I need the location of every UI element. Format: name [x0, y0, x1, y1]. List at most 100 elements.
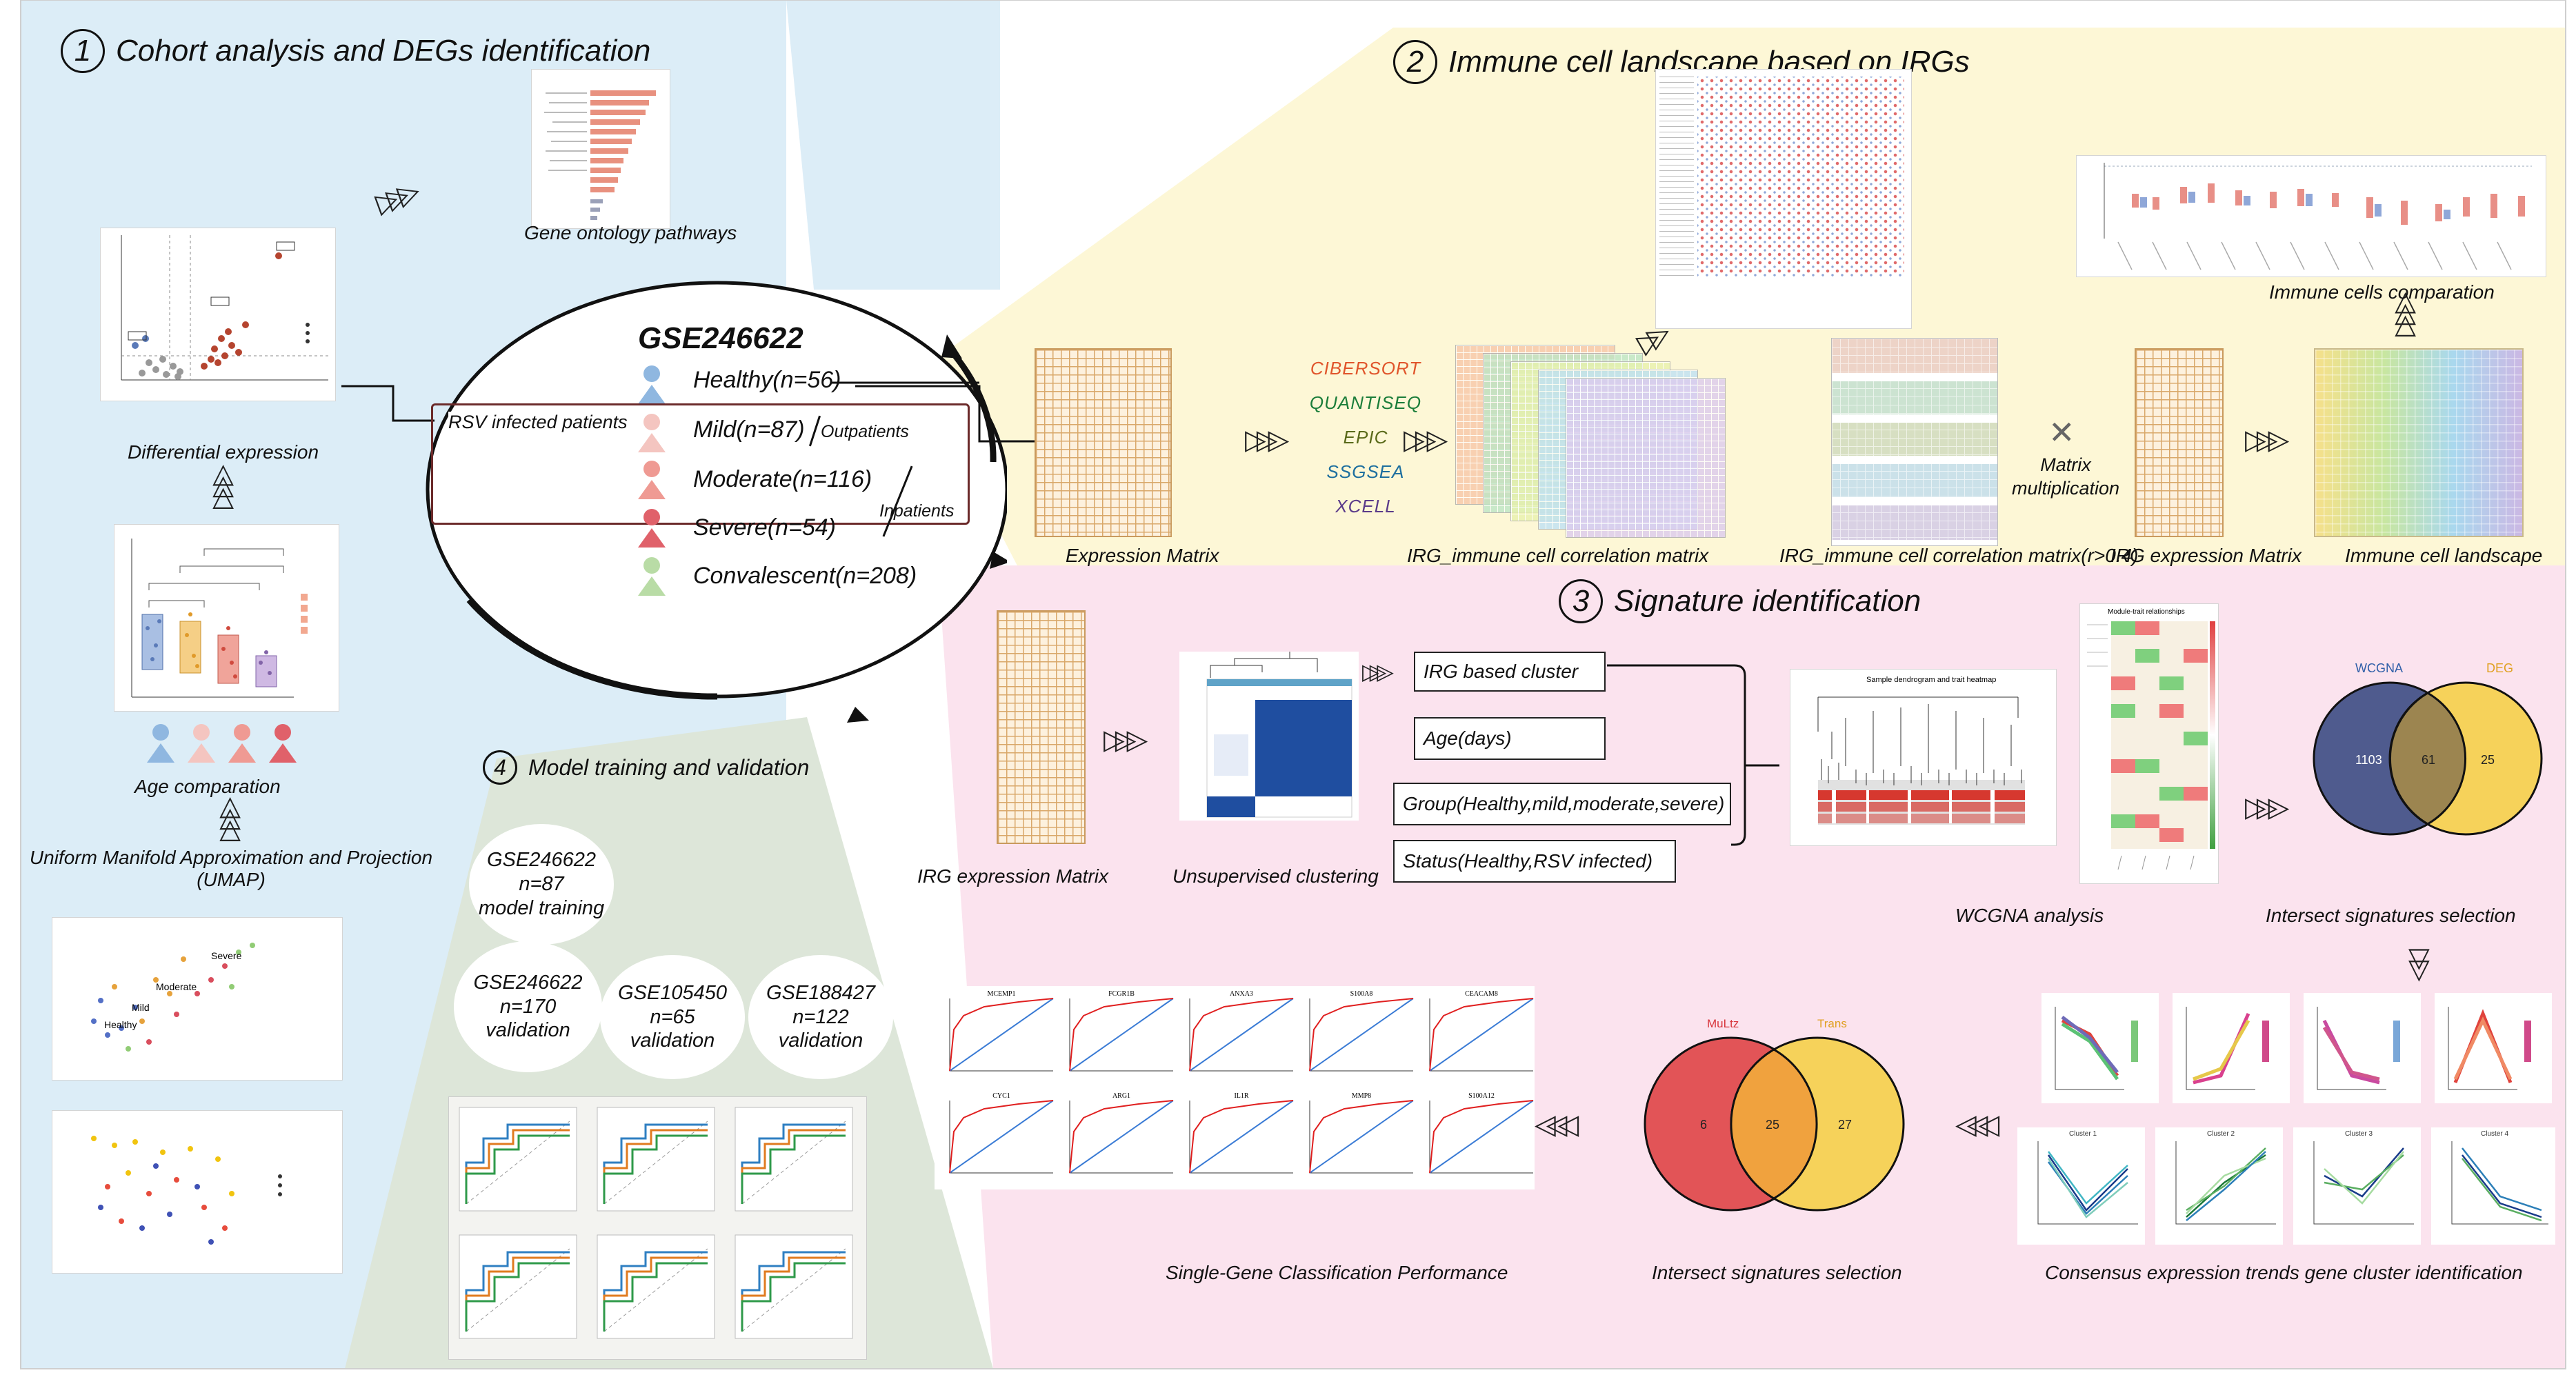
- irg-expression-matrix: [997, 610, 1086, 844]
- bubble-v1-l2: n=170: [499, 995, 557, 1018]
- venn1-left-label: WCGNA: [2355, 661, 2403, 675]
- roc-panel-mmp8: MMP8: [1309, 1092, 1414, 1174]
- cluster-trends-top: [2041, 993, 2552, 1103]
- roc-curve: [949, 1100, 1054, 1174]
- person-icon-healthy-cohort: [638, 365, 666, 404]
- volcano-svg: [121, 235, 328, 381]
- auc-curve: [741, 1134, 846, 1204]
- immune-comparation-plot: [2076, 155, 2546, 277]
- roc-curve: [1189, 998, 1294, 1072]
- umap-caption: Uniform Manifold Approximation and Proje…: [28, 847, 435, 891]
- method-quantiseq-label: QUANTISEQ: [1309, 392, 1422, 413]
- roc-curve: [1309, 1100, 1414, 1174]
- section-3-label: Signature identification: [1614, 584, 1921, 618]
- roc-title: FCGR1B: [1108, 990, 1135, 998]
- auc-curve: [741, 1262, 846, 1332]
- cohort-dataset-title: GSE246622: [638, 321, 803, 355]
- svg-text:Cluster 3: Cluster 3: [2345, 1130, 2373, 1138]
- auc-curve: [603, 1262, 708, 1332]
- cluster-trends-top-svg: [2041, 993, 2552, 1103]
- svg-text:Severe: Severe: [211, 950, 242, 961]
- auc-panel: [459, 1107, 577, 1212]
- roc-curve: [1429, 1100, 1534, 1174]
- umap-plot-severity: Severe Moderate Mild Healthy: [52, 917, 343, 1081]
- section-3-title: 3 Signature identification: [1559, 579, 1921, 623]
- arrow-to-landscape: ▷▷▷: [2245, 425, 2289, 455]
- bubble-validation-1: GSE246622 n=170 validation: [454, 941, 602, 1072]
- auc-panel: [597, 1107, 715, 1212]
- consensus-svg: consensus matrix: [1206, 652, 1352, 818]
- cluster-brace: [1607, 664, 1779, 846]
- irg-expr-top-caption: IRG expression Matrix: [2110, 545, 2302, 566]
- age-boxplot: [114, 524, 339, 712]
- section-4-label: Model training and validation: [528, 754, 810, 780]
- bubble-training: GSE246622 n=87 model training: [469, 824, 614, 945]
- section-1-title: 1 Cohort analysis and DEGs identificatio…: [61, 29, 650, 73]
- method-epic: EPIC: [1304, 424, 1428, 450]
- roc-title: MMP8: [1352, 1092, 1371, 1100]
- method-cibersort-label: CIBERSORT: [1310, 357, 1421, 379]
- roc-diagonal: [1189, 1100, 1294, 1174]
- auc-curve: [465, 1251, 570, 1332]
- svg-text:Mild: Mild: [132, 1002, 150, 1013]
- cohort-moderate: Moderate(n=116): [693, 466, 872, 492]
- venn1-center-count: 61: [2422, 753, 2435, 767]
- person-icon-healthy: [147, 724, 174, 763]
- venn1-right-count: 25: [2481, 753, 2495, 767]
- person-icon-mild-cohort: [638, 414, 666, 452]
- wgcna-caption: WCGNA analysis: [1955, 905, 2104, 926]
- person-icon-severe: [269, 724, 297, 763]
- svg-text:Module-trait relationships: Module-trait relationships: [2108, 608, 2185, 616]
- umap-status-svg: [91, 1136, 282, 1245]
- model-auc-svg: [459, 1107, 853, 1339]
- expression-matrix-caption: Expression Matrix: [1066, 545, 1219, 566]
- venn-mcc-trans: MuLtz Trans 6 25 27: [1644, 1017, 1905, 1212]
- person-icon-convalescent-cohort: [638, 557, 666, 596]
- roc-curve: [1429, 998, 1534, 1072]
- roc-diagonal: [1429, 998, 1534, 1072]
- bubble-validation-2: GSE105450 n=65 validation: [600, 955, 745, 1079]
- svg-text:Moderate: Moderate: [156, 981, 197, 992]
- bubble-training-l1: GSE246622: [486, 849, 596, 872]
- arrow-to-roc: ◁◁◁: [1535, 1109, 1579, 1140]
- roc-title: ARG1: [1112, 1092, 1130, 1100]
- section-4-title: 4 Model training and validation: [483, 750, 809, 785]
- multiply-icon: ✕: [2048, 414, 2075, 450]
- irg-expr-caption: IRG expression Matrix: [917, 865, 1108, 887]
- filt-grid: [1832, 339, 1997, 545]
- venn2-right-label: Trans: [1817, 1017, 1847, 1030]
- bubble-v3-l2: n=122: [792, 1005, 849, 1028]
- auc-curve: [465, 1123, 570, 1204]
- irg-corr-filtered: [1831, 338, 1998, 546]
- roc-curve: [949, 998, 1054, 1072]
- svg-text:Cluster 1: Cluster 1: [2069, 1130, 2097, 1138]
- arrow-to-correlation: ▷▷▷: [1404, 425, 1448, 455]
- roc-diagonal: [949, 1100, 1054, 1174]
- venn2-left-label: MuLtz: [1707, 1017, 1739, 1030]
- section-4-number: 4: [483, 750, 517, 785]
- auc-panel: [735, 1234, 853, 1339]
- method-ssgsea-label: SSGSEA: [1326, 461, 1405, 482]
- venn1-left-count: 1103: [2355, 753, 2382, 767]
- go-barplot-svg: [544, 90, 656, 220]
- irg-cluster-text: IRG based cluster: [1424, 661, 1579, 682]
- roc-diagonal: [1309, 1100, 1414, 1174]
- matrix-mult-caption: Matrix multiplication: [2004, 454, 2128, 501]
- venn2-left-count: 6: [1700, 1118, 1707, 1132]
- umap-severity-svg: Severe Moderate Mild Healthy: [91, 943, 255, 1052]
- person-icon-moderate-cohort: [638, 461, 666, 499]
- cohort-healthy: Healthy(n=56): [693, 367, 841, 393]
- svg-text:Cluster 2: Cluster 2: [2207, 1130, 2235, 1138]
- auc-curve: [603, 1129, 708, 1204]
- bubble-v3-l1: GSE188427: [766, 981, 875, 1004]
- auc-curve: [741, 1251, 846, 1332]
- roc-diagonal: [949, 998, 1054, 1072]
- svg-text:Cluster 4: Cluster 4: [2481, 1130, 2508, 1138]
- arrow-to-methods: ▷▷▷: [1245, 425, 1289, 455]
- arrow-to-venn1: ▷▷▷: [2245, 792, 2289, 823]
- group-box: Group(Healthy,mild,moderate,severe): [1393, 783, 1731, 825]
- age-days-box: Age(days): [1414, 717, 1606, 760]
- venn1-right-label: DEG: [2486, 661, 2513, 675]
